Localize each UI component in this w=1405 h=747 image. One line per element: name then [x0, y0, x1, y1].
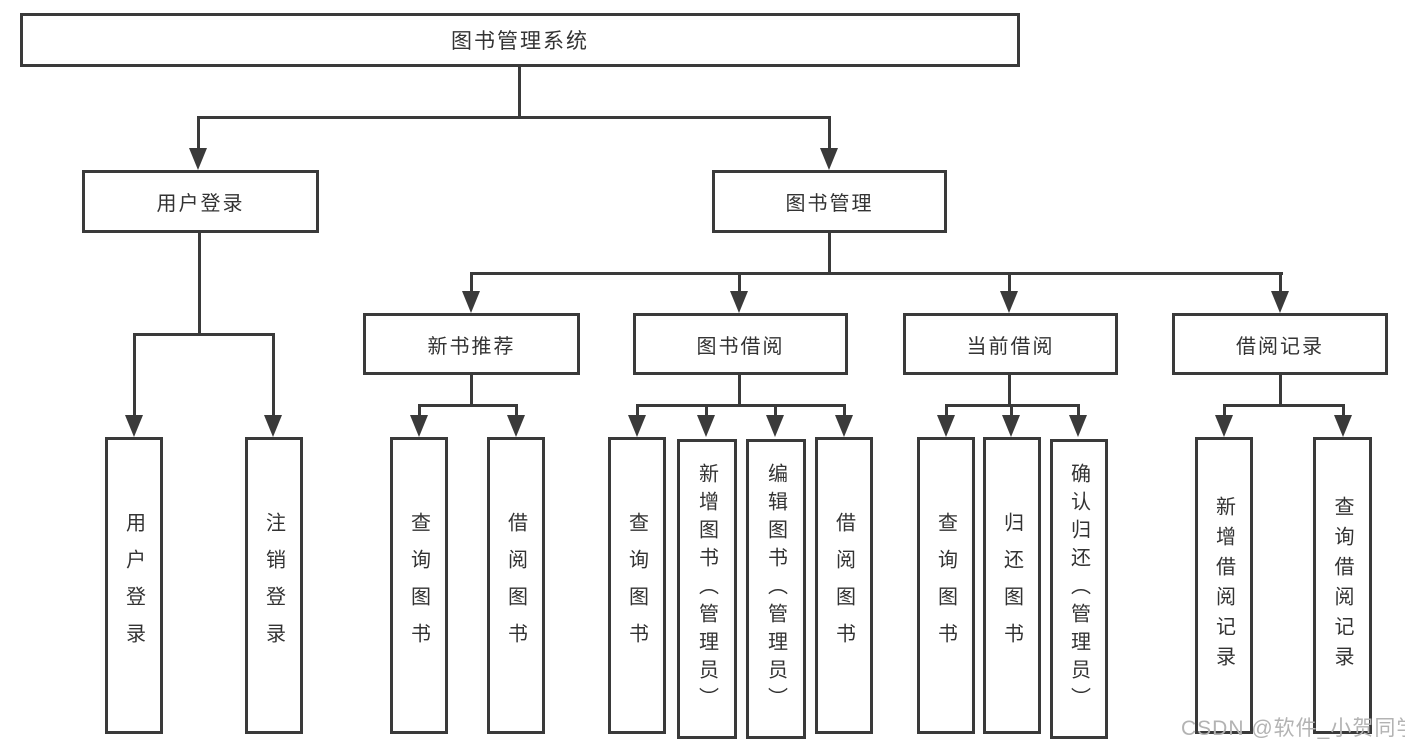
leaf-borrow-books-newbook-label: 借阅图书: [504, 511, 527, 660]
connector-mgmt-horizontal: [470, 272, 1283, 275]
connector-drop-new-book: [470, 272, 473, 293]
connector-drop-leaf: [418, 404, 421, 417]
arrow-down-icon: [1271, 291, 1289, 313]
leaf-user-login: 用户登录: [105, 437, 163, 734]
node-current-borrow-label: 当前借阅: [966, 335, 1055, 358]
arrow-down-icon: [1000, 291, 1018, 313]
node-root-label: 图书管理系统: [451, 30, 589, 53]
connector-drop-leaf: [1077, 404, 1080, 417]
leaf-edit-book-admin: 编辑图书（管理员）: [746, 439, 806, 739]
connector-root-vertical: [518, 65, 521, 118]
connector-records-vertical: [1279, 374, 1282, 406]
leaf-user-login-label: 用户登录: [122, 511, 145, 660]
leaf-query-books-borrow-label: 查询图书: [625, 511, 648, 660]
arrow-down-icon: [1002, 415, 1020, 437]
connector-drop-book-mgmt: [828, 116, 831, 150]
arrow-down-icon: [766, 415, 784, 437]
connector-drop-borrow-records: [1279, 272, 1282, 293]
node-current-borrow: 当前借阅: [903, 313, 1118, 375]
node-borrow-records: 借阅记录: [1172, 313, 1388, 375]
connector-drop-leaf: [1010, 404, 1013, 417]
leaf-logout: 注销登录: [245, 437, 303, 734]
arrow-down-icon: [628, 415, 646, 437]
leaf-borrow-books: 借阅图书: [815, 437, 873, 734]
arrow-down-icon: [125, 415, 143, 437]
node-user-login-label: 用户登录: [156, 193, 245, 215]
connector-drop-leaf: [1342, 404, 1345, 417]
leaf-add-borrow-record: 新增借阅记录: [1195, 437, 1253, 734]
connector-login-horizontal: [133, 333, 275, 336]
arrow-down-icon: [697, 415, 715, 437]
leaf-logout-label: 注销登录: [262, 511, 285, 660]
arrow-down-icon: [1334, 415, 1352, 437]
csdn-watermark: CSDN @软件_小贺同学: [1181, 717, 1405, 740]
connector-drop-leaf: [636, 404, 639, 417]
leaf-borrow-books-label: 借阅图书: [832, 511, 855, 660]
node-new-book-recommend-label: 新书推荐: [427, 335, 516, 358]
connector-root-horizontal: [198, 116, 831, 119]
arrow-down-icon: [835, 415, 853, 437]
leaf-borrow-books-newbook: 借阅图书: [487, 437, 545, 734]
connector-drop-user-login: [197, 116, 200, 150]
node-book-borrow-label: 图书借阅: [696, 335, 785, 358]
arrow-down-icon: [730, 291, 748, 313]
leaf-query-borrow-record-label: 查询借阅记录: [1331, 495, 1353, 676]
leaf-add-book-admin: 新增图书（管理员）: [677, 439, 737, 739]
arrow-down-icon: [189, 148, 207, 170]
arrow-down-icon: [462, 291, 480, 313]
arrow-down-icon: [410, 415, 428, 437]
connector-drop-leaf: [1223, 404, 1226, 417]
connector-drop-leaf: [843, 404, 846, 417]
connector-bookborrow-horizontal: [636, 404, 846, 407]
connector-drop-leaf: [774, 404, 777, 417]
leaf-query-books-newbook-label: 查询图书: [407, 511, 430, 660]
node-book-borrow: 图书借阅: [633, 313, 848, 375]
arrow-down-icon: [264, 415, 282, 437]
node-borrow-records-label: 借阅记录: [1236, 335, 1324, 358]
connector-drop-leaf: [945, 404, 948, 417]
node-new-book-recommend: 新书推荐: [363, 313, 580, 375]
leaf-query-books-current: 查询图书: [917, 437, 975, 734]
connector-currentborrow-vertical: [1008, 374, 1011, 406]
connector-records-horizontal: [1223, 404, 1345, 407]
leaf-edit-book-admin-label: 编辑图书（管理员）: [764, 463, 787, 715]
leaf-return-books: 归还图书: [983, 437, 1041, 734]
node-user-login: 用户登录: [82, 170, 319, 233]
connector-bookborrow-vertical: [738, 374, 741, 406]
leaf-query-borrow-record: 查询借阅记录: [1313, 437, 1372, 734]
node-root-library-system: 图书管理系统: [20, 13, 1020, 67]
connector-newbook-horizontal: [418, 404, 518, 407]
arrow-down-icon: [1215, 415, 1233, 437]
leaf-add-book-admin-label: 新增图书（管理员）: [695, 463, 718, 715]
arrow-down-icon: [937, 415, 955, 437]
leaf-query-books-current-label: 查询图书: [934, 511, 957, 660]
node-book-management-label: 图书管理: [785, 193, 874, 215]
arrow-down-icon: [820, 148, 838, 170]
leaf-add-borrow-record-label: 新增借阅记录: [1212, 495, 1235, 676]
connector-drop-leaf: [515, 404, 518, 417]
connector-drop-book-borrow: [738, 272, 741, 293]
connector-login-vertical: [198, 233, 201, 336]
connector-drop-login-leaf: [133, 333, 136, 417]
leaf-return-books-label: 归还图书: [1000, 511, 1023, 660]
leaf-confirm-return-admin: 确认归还（管理员）: [1050, 439, 1108, 739]
leaf-confirm-return-admin-label: 确认归还（管理员）: [1067, 463, 1090, 715]
connector-drop-leaf: [705, 404, 708, 417]
leaf-query-books-newbook: 查询图书: [390, 437, 448, 734]
node-book-management: 图书管理: [712, 170, 947, 233]
connector-drop-current-borrow: [1008, 272, 1011, 293]
connector-drop-logout-leaf: [272, 333, 275, 417]
connector-mgmt-vertical: [828, 233, 831, 274]
arrow-down-icon: [1069, 415, 1087, 437]
leaf-query-books-borrow: 查询图书: [608, 437, 666, 734]
connector-newbook-vertical: [470, 374, 473, 406]
arrow-down-icon: [507, 415, 525, 437]
